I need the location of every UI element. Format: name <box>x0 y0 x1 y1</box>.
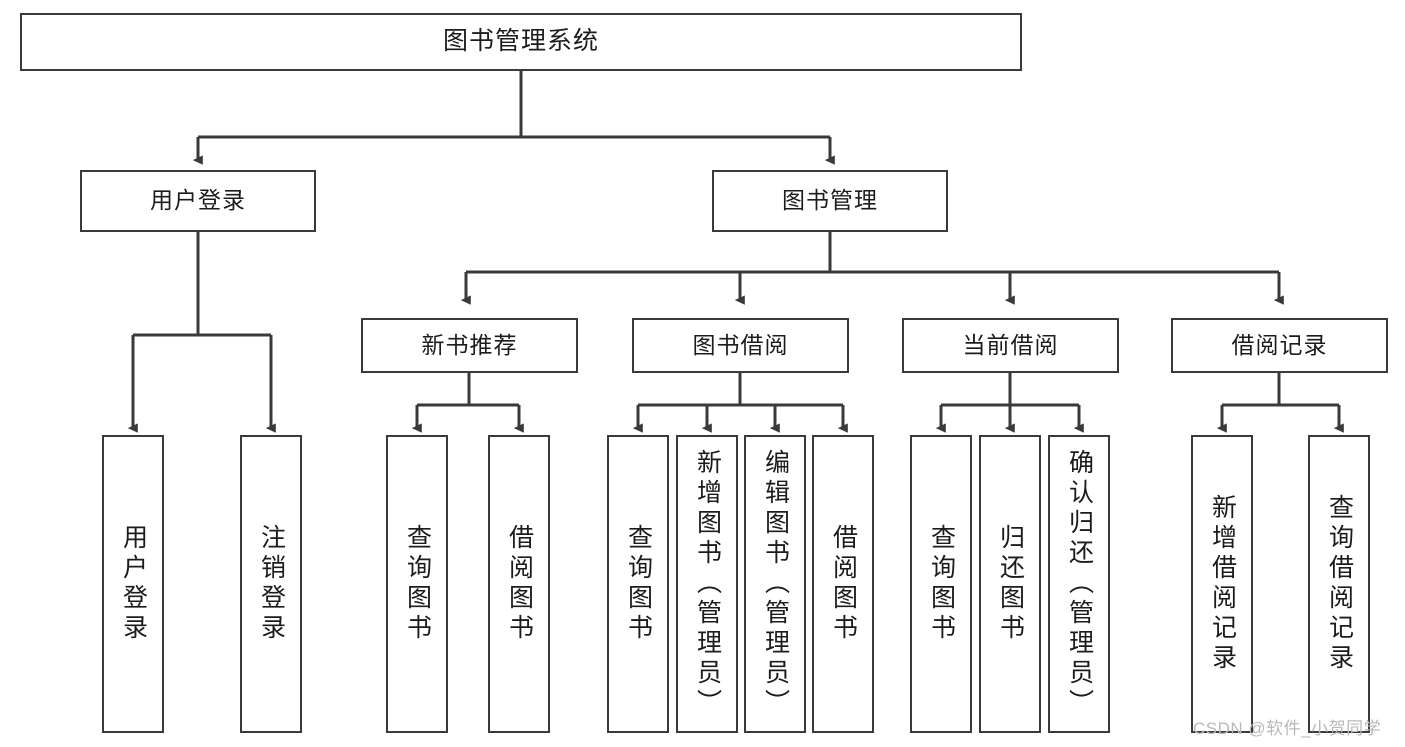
node-new-book-recommend-label: 新书推荐 <box>421 331 518 358</box>
node-leaf-confirm-return[interactable]: 确认归还（管理员） <box>1048 435 1110 733</box>
node-leaf-borrow-book-2-label: 借阅图书 <box>829 524 858 644</box>
node-new-book-recommend[interactable]: 新书推荐 <box>361 318 578 373</box>
node-leaf-add-book[interactable]: 新增图书（管理员） <box>676 435 738 733</box>
node-book-borrow-label: 图书借阅 <box>692 331 789 358</box>
node-leaf-edit-book-label: 编辑图书（管理员） <box>761 449 790 719</box>
node-leaf-return-book-label: 归还图书 <box>996 524 1025 644</box>
node-root[interactable]: 图书管理系统 <box>20 13 1022 71</box>
node-leaf-user-login-label: 用户登录 <box>119 524 148 644</box>
node-user-login[interactable]: 用户登录 <box>80 170 316 232</box>
node-leaf-borrow-book-1[interactable]: 借阅图书 <box>488 435 550 733</box>
node-leaf-logout-label: 注销登录 <box>257 524 286 644</box>
node-leaf-query-record-label: 查询借阅记录 <box>1325 494 1354 674</box>
node-book-manage-label: 图书管理 <box>782 187 878 214</box>
node-borrow-record[interactable]: 借阅记录 <box>1171 318 1388 373</box>
node-root-label: 图书管理系统 <box>442 27 599 56</box>
node-leaf-logout[interactable]: 注销登录 <box>240 435 302 733</box>
node-book-manage[interactable]: 图书管理 <box>712 170 948 232</box>
node-leaf-query-book-3[interactable]: 查询图书 <box>910 435 972 733</box>
node-leaf-query-record[interactable]: 查询借阅记录 <box>1308 435 1370 733</box>
node-current-borrow[interactable]: 当前借阅 <box>902 318 1119 373</box>
node-leaf-query-book-2[interactable]: 查询图书 <box>607 435 669 733</box>
node-leaf-edit-book[interactable]: 编辑图书（管理员） <box>744 435 806 733</box>
node-leaf-confirm-return-label: 确认归还（管理员） <box>1065 449 1094 719</box>
node-leaf-add-book-label: 新增图书（管理员） <box>693 449 722 719</box>
node-user-login-label: 用户登录 <box>150 187 246 214</box>
watermark: CSDN @软件_小贺同学 <box>1193 719 1382 738</box>
node-leaf-return-book[interactable]: 归还图书 <box>979 435 1041 733</box>
node-leaf-query-book-3-label: 查询图书 <box>927 524 956 644</box>
node-leaf-borrow-book-1-label: 借阅图书 <box>505 524 534 644</box>
node-leaf-borrow-book-2[interactable]: 借阅图书 <box>812 435 874 733</box>
node-leaf-add-record-label: 新增借阅记录 <box>1208 494 1237 674</box>
node-borrow-record-label: 借阅记录 <box>1231 331 1328 358</box>
node-leaf-query-book-1[interactable]: 查询图书 <box>386 435 448 733</box>
node-current-borrow-label: 当前借阅 <box>962 331 1059 358</box>
node-leaf-query-book-2-label: 查询图书 <box>624 524 653 644</box>
node-leaf-query-book-1-label: 查询图书 <box>403 524 432 644</box>
node-leaf-add-record[interactable]: 新增借阅记录 <box>1191 435 1253 733</box>
node-book-borrow[interactable]: 图书借阅 <box>632 318 849 373</box>
node-leaf-user-login[interactable]: 用户登录 <box>102 435 164 733</box>
